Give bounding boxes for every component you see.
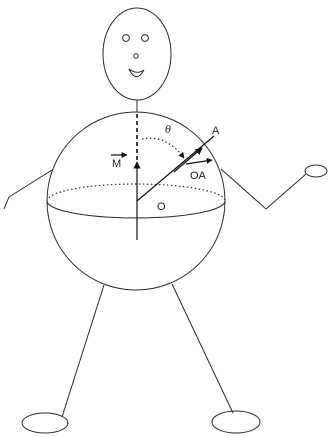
- right-eye: [142, 35, 149, 42]
- right-leg: [172, 284, 233, 413]
- label-a: A: [212, 125, 220, 137]
- label-m: M: [112, 158, 121, 170]
- left-eye: [123, 35, 130, 42]
- left-leg: [62, 285, 104, 417]
- radius-oa-line: [137, 136, 214, 201]
- right-forearm: [266, 174, 306, 209]
- left-foot: [22, 413, 68, 433]
- nose: [134, 54, 138, 58]
- label-theta: θ: [165, 125, 171, 136]
- right-arm: [221, 169, 266, 209]
- theta-arc: [142, 138, 184, 158]
- equator-back: [47, 184, 225, 201]
- mouth: [129, 69, 144, 77]
- left-hand: [4, 197, 9, 209]
- right-foot: [212, 411, 260, 433]
- label-o: O: [157, 201, 166, 213]
- equator-front: [47, 201, 225, 218]
- oa-vector-bar: [186, 160, 212, 164]
- body-sphere: [47, 112, 225, 290]
- right-hand: [305, 165, 327, 177]
- left-arm: [9, 170, 52, 197]
- label-oa: OA: [190, 170, 207, 182]
